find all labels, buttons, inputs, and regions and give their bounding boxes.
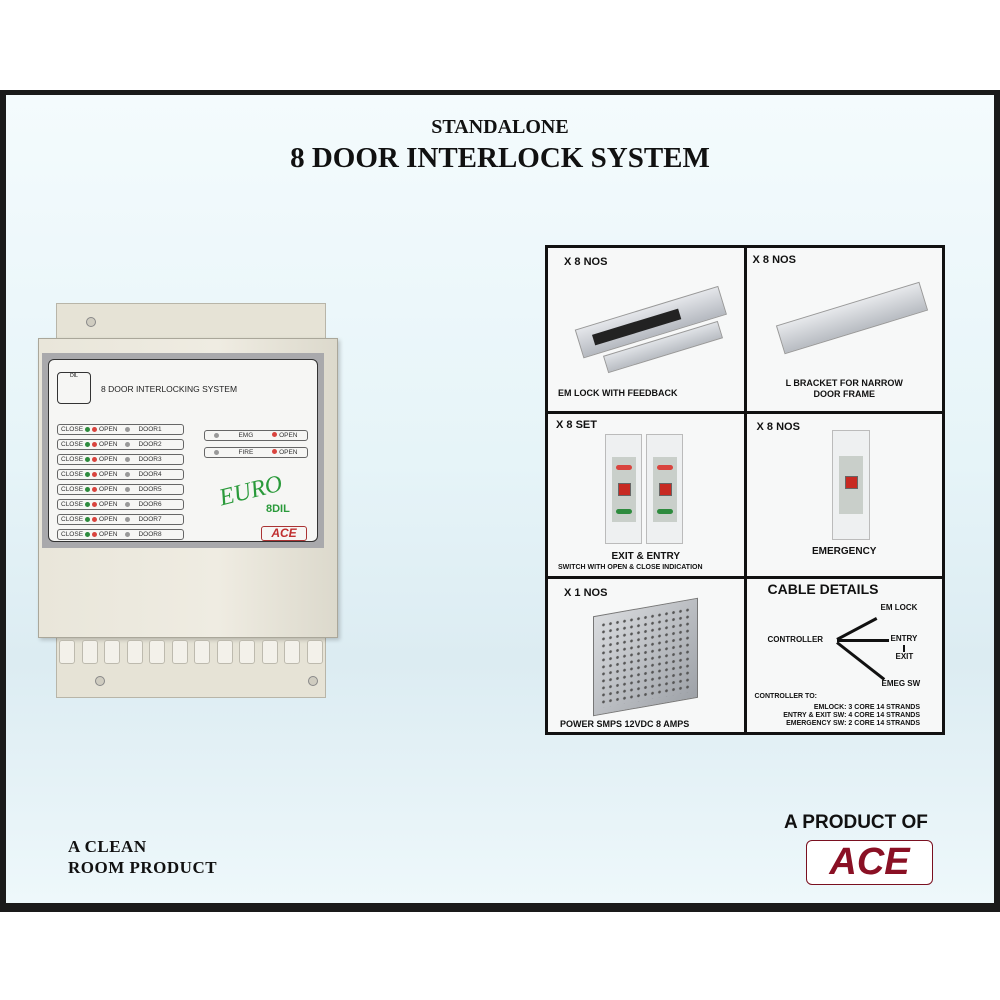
cell-exit-entry: X 8 SET EXIT & ENTRY SWITCH WITH OPEN & … — [548, 414, 744, 576]
entry-label: ENTRY — [890, 634, 918, 643]
emeg-sw-label: EMEG SW — [881, 679, 921, 688]
product-of-label: A PRODUCT OF — [784, 812, 928, 833]
led-icon — [92, 442, 98, 447]
quantity-label: X 8 NOS — [564, 256, 608, 268]
screw-icon — [308, 676, 318, 686]
quantity-label: X 8 NOS — [756, 421, 800, 433]
cell-cable-details: CABLE DETAILS CONTROLLER EM LOCK ENTRY E… — [746, 579, 942, 732]
ace-logo: ACE — [806, 840, 933, 885]
spec-line: EMERGENCY SW: 2 CORE 14 STRANDS — [786, 720, 920, 727]
led-icon — [125, 517, 131, 522]
exit-switch-image — [605, 434, 642, 544]
led-icon — [85, 472, 91, 477]
led-icon — [125, 457, 131, 462]
subtitle: STANDALONE — [431, 116, 569, 138]
cell-em-lock: X 8 NOS EM LOCK WITH FEEDBACK — [548, 248, 744, 411]
status-row-fire: FIRE OPEN — [204, 447, 308, 458]
cable-line — [836, 639, 889, 642]
led-icon — [125, 532, 131, 537]
page-title: 8 DOOR INTERLOCK SYSTEM — [290, 142, 710, 174]
cable-glands — [56, 640, 326, 680]
smps-image — [593, 597, 698, 717]
caption: EM LOCK WITH FEEDBACK — [558, 388, 678, 398]
spec-line: ENTRY & EXIT SW: 4 CORE 14 STRANDS — [783, 712, 920, 719]
caption: EMERGENCY — [812, 546, 877, 557]
screw-icon — [86, 317, 96, 327]
spec-line: EMLOCK: 3 CORE 14 STRANDS — [813, 704, 920, 711]
entry-switch-image — [646, 434, 683, 544]
quantity-label: X 8 SET — [556, 419, 597, 431]
cable-line — [835, 641, 885, 681]
controller-label: CONTROLLER — [767, 635, 824, 644]
em-lock-label: EM LOCK — [880, 603, 918, 612]
ace-logo-small: ACE — [261, 526, 307, 541]
caption: POWER SMPS 12VDC 8 AMPS — [560, 719, 690, 729]
led-icon — [92, 427, 98, 432]
led-icon — [92, 472, 98, 477]
l-bracket-image — [775, 281, 928, 355]
caption: EXIT & ENTRY — [611, 551, 681, 562]
cable-title: CABLE DETAILS — [767, 581, 879, 597]
led-icon — [92, 502, 98, 507]
led-icon — [92, 517, 98, 522]
status-row-emg: EMG OPEN — [204, 430, 308, 441]
led-icon — [125, 502, 131, 507]
led-icon — [85, 457, 91, 462]
dil-logo-icon: DIL — [57, 372, 91, 404]
led-icon — [125, 472, 131, 477]
led-icon — [85, 442, 91, 447]
led-icon — [125, 427, 131, 432]
led-icon — [85, 517, 91, 522]
cell-emergency: X 8 NOS EMERGENCY — [746, 414, 942, 576]
model-name: 8DIL — [266, 503, 290, 515]
led-icon — [85, 532, 91, 537]
led-icon — [85, 427, 91, 432]
components-grid: X 8 NOS EM LOCK WITH FEEDBACK X 8 NOS L … — [545, 245, 945, 735]
led-icon — [125, 487, 131, 492]
caption-line2: DOOR FRAME — [813, 389, 876, 399]
led-icon — [85, 502, 91, 507]
cable-line — [835, 617, 877, 641]
led-icon — [125, 442, 131, 447]
led-icon — [92, 487, 98, 492]
exit-label: EXIT — [895, 652, 914, 661]
screw-icon — [95, 676, 105, 686]
emergency-switch-image — [831, 430, 870, 540]
led-icon — [92, 532, 98, 537]
led-icon — [92, 457, 98, 462]
cell-l-bracket: X 8 NOS L BRACKET FOR NARROW DOOR FRAME — [746, 248, 942, 411]
quantity-label: X 1 NOS — [564, 587, 608, 599]
led-icon — [85, 487, 91, 492]
caption: L BRACKET FOR NARROW — [785, 378, 903, 388]
quantity-label: X 8 NOS — [752, 254, 796, 266]
divider — [902, 645, 905, 652]
cell-power-supply: X 1 NOS POWER SMPS 12VDC 8 AMPS — [548, 579, 744, 732]
panel-title: 8 DOOR INTERLOCKING SYSTEM — [101, 384, 238, 394]
controller-to-label: CONTROLLER TO: — [754, 693, 817, 700]
caption-line2: SWITCH WITH OPEN & CLOSE INDICATION — [558, 564, 703, 571]
